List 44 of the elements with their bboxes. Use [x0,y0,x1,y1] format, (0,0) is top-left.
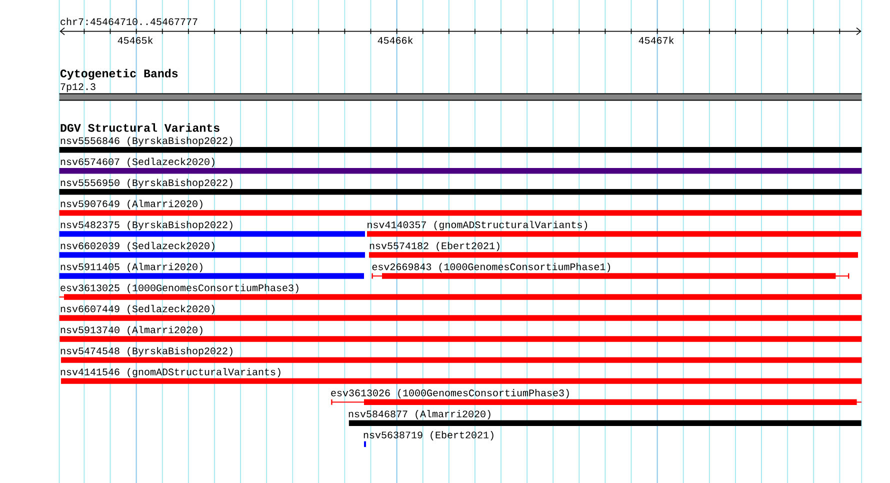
feature-bar: nsv5911405 (Almarri2020) [59,262,364,279]
feature-bar: nsv4140357 (gnomADStructuralVariants) [367,220,861,237]
feature-bar: nsv5907649 (Almarri2020) [59,200,862,216]
node-label: esv3613026 (1000GenomesConsortiumPhase3) [331,389,569,398]
node-label: nsv5556846 (ByrskaBishop2022) [60,136,232,146]
node-label: nsv5913740 (Almarri2020) [60,326,202,336]
node-label: nsv5907649 (Almarri2020) [60,200,202,210]
node-label: nsv5911405 (Almarri2020) [60,262,202,272]
feature-bar: nsv6574607 (Sedlazeck2020) [59,158,862,174]
node-label: nsv6607449 (Sedlazeck2020) [60,304,214,314]
node-label: nsv5482375 (ByrskaBishop2022) [60,220,232,230]
node-label: nsv5574182 (Ebert2021) [370,242,500,252]
track-title: Cytogenetic Bands [60,68,178,80]
feature-bar: nsv5846877 (Almarri2020) [348,410,862,426]
feature-bar: esv3613026 (1000GenomesConsortiumPhase3) [331,389,862,405]
chromosome-band: 7p12.3 [58,83,862,101]
node-label: nsv6602039 (Sedlazeck2020) [60,242,214,252]
node-label: nsv6574607 (Sedlazeck2020) [60,158,214,168]
feature-bar: nsv4141546 (gnomADStructuralVariants) [60,368,862,384]
node-label: nsv4140357 (gnomADStructuralVariants) [368,220,588,230]
node-label: esv2669843 (1000GenomesConsortiumPhase1) [372,262,610,272]
feature-bar: nsv5913740 (Almarri2020) [60,326,862,342]
node-label: nsv4141546 (gnomADStructuralVariants) [60,368,280,378]
tick-label: 45465k [118,36,153,44]
feature-bar: nsv5638719 (Ebert2021) [364,431,494,447]
feature-bar: nsv5474548 (ByrskaBishop2022) [60,346,862,363]
node-label: nsv5846877 (Almarri2020) [348,410,490,420]
node-label: nsv5638719 (Ebert2021) [364,431,494,440]
coordinate-label: chr7:45464710..45467777 [60,18,198,26]
tick-label: 45467k [638,36,674,44]
tick-label: 45466k [378,36,413,44]
track-title: DGV Structural Variants [60,123,220,132]
feature-bar: esv2669843 (1000GenomesConsortiumPhase1) [372,262,850,279]
node-label: nsv5474548 (ByrskaBishop2022) [60,346,232,356]
feature-bar: nsv5556846 (ByrskaBishop2022) [59,136,862,153]
feature-bar: nsv5482375 (ByrskaBishop2022) [59,220,365,237]
feature-bar: nsv6602039 (Sedlazeck2020) [59,242,365,258]
node-label: esv3613025 (1000GenomesConsortiumPhase3) [60,284,298,294]
feature-bar: nsv6607449 (Sedlazeck2020) [59,304,862,321]
node-label: 7p12.3 [60,83,96,92]
feature-bar: nsv5574182 (Ebert2021) [369,242,858,258]
node-label: nsv5556950 (ByrskaBishop2022) [60,178,232,188]
feature-bar: nsv5556950 (ByrskaBishop2022) [59,178,862,195]
feature-bar: esv3613025 (1000GenomesConsortiumPhase3) [58,284,862,300]
